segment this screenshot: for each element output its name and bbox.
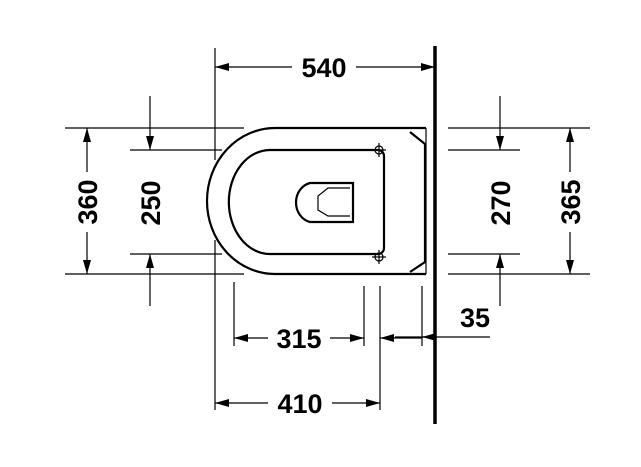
mounting-hole-upper xyxy=(372,143,386,157)
dim-label-315: 315 xyxy=(276,324,321,354)
dim-label-410: 410 xyxy=(277,389,322,419)
dim-label-365: 365 xyxy=(556,179,586,224)
dim-label-360: 360 xyxy=(73,179,103,224)
outlet-opening xyxy=(294,181,355,224)
mounting-hole-lower xyxy=(372,250,386,264)
dim-270: 270 xyxy=(486,96,516,306)
dim-365: 365 xyxy=(556,128,586,274)
dim-315: 315 xyxy=(234,324,422,354)
dim-360: 360 xyxy=(73,128,103,274)
dim-label-250: 250 xyxy=(136,180,166,225)
extension-lines xyxy=(65,48,590,410)
dim-410: 410 xyxy=(215,389,380,419)
dim-label-540: 540 xyxy=(301,53,346,83)
dim-250: 250 xyxy=(136,96,166,306)
dim-35: 35 xyxy=(395,303,490,341)
dim-540: 540 xyxy=(215,53,435,83)
toilet-bowl-outline xyxy=(205,126,427,276)
dim-label-270: 270 xyxy=(486,180,516,225)
dim-label-35: 35 xyxy=(460,303,490,333)
seat-outline xyxy=(227,148,386,256)
